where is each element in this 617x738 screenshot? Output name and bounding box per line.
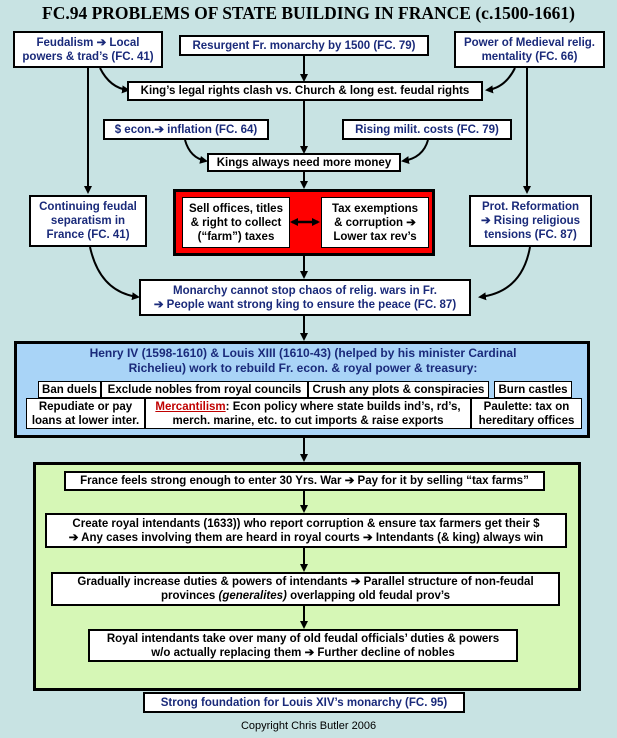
increase-duties-box: Gradually increase duties & powers of in…	[51, 572, 560, 606]
need-money-box: Kings always need more money	[207, 153, 401, 172]
medieval-religion-box: Power of Medieval relig. mentality (FC. …	[454, 31, 605, 68]
henry-heading: Henry IV (1598-1610) & Louis XIII (1610-…	[89, 346, 517, 375]
crush-plots-box: Crush any plots & conspiracies	[308, 381, 489, 398]
burn-castles-box: Burn castles	[494, 381, 572, 398]
takeover-duties-box: Royal intendants take over many of old f…	[88, 629, 518, 662]
arrow-milit-to-money	[401, 139, 429, 165]
exclude-nobles-box: Exclude nobles from royal councils	[101, 381, 308, 398]
econ-inflation-box: $ econ.➔ inflation (FC. 64)	[103, 119, 269, 140]
arrow-reformation-to-monarchy	[478, 246, 531, 301]
reformation-box: Prot. Reformation ➔ Rising religious ten…	[469, 195, 592, 247]
milit-costs-box: Rising milit. costs (FC. 79)	[342, 119, 512, 140]
arrow-feudalism-to-rights	[99, 67, 130, 94]
strong-foundation-box: Strong foundation for Louis XIV’s monarc…	[143, 692, 465, 713]
mercantilism-term: Mercantilism	[155, 400, 226, 413]
sell-offices-box: Sell offices, titles & right to collect …	[182, 197, 290, 248]
royal-intendants-box: Create royal intendants (1633)) who repo…	[45, 513, 567, 548]
resurgent-monarchy-box: Resurgent Fr. monarchy by 1500 (FC. 79)	[179, 35, 429, 56]
mercantilism-box: Mercantilism: Econ policy where state bu…	[145, 398, 471, 429]
arrow-continuing-to-monarchy	[89, 246, 140, 301]
arrow-econ-to-money	[184, 139, 208, 164]
arrow-medieval-to-rights	[485, 67, 516, 94]
thirty-years-war-box: France feels strong enough to enter 30 Y…	[64, 471, 545, 491]
continuing-feudal-box: Continuing feudal separatism in France (…	[29, 195, 147, 247]
repudiate-box: Repudiate or pay loans at lower inter.	[26, 398, 145, 429]
tax-exemptions-box: Tax exemptions & corruption ➔ Lower tax …	[321, 197, 429, 248]
paulette-box: Paulette: tax on hereditary offices	[471, 398, 582, 429]
kings-rights-box: King’s legal rights clash vs. Church & l…	[127, 81, 483, 101]
monarchy-cannot-box: Monarchy cannot stop chaos of relig. war…	[139, 279, 471, 316]
page-title: FC.94 PROBLEMS OF STATE BUILDING IN FRAN…	[42, 3, 575, 23]
ban-duels-box: Ban duels	[38, 381, 101, 398]
copyright: Copyright Chris Butler 2006	[240, 720, 377, 732]
feudalism-box: Feudalism ➔ Local powers & trad’s (FC. 4…	[13, 31, 163, 68]
